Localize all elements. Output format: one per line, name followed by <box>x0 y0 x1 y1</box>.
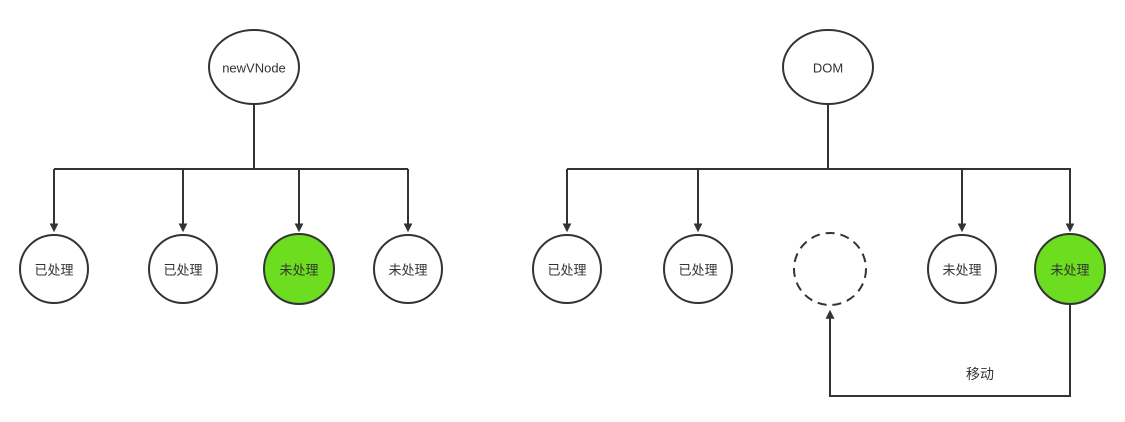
right-child-label-5: 未处理 <box>1050 263 1089 278</box>
right-tree: DOM 已处理 已处理 未处理 未处理 <box>532 29 1106 306</box>
right-root-label: DOM <box>813 61 843 76</box>
left-child-label-4: 未处理 <box>388 263 427 278</box>
left-child-label-2: 已处理 <box>163 263 202 278</box>
left-child-node-3-highlighted <box>263 233 335 305</box>
right-child-label-1: 已处理 <box>547 263 586 278</box>
right-child-label-2: 已处理 <box>678 263 717 278</box>
right-placeholder-node-dashed <box>793 232 867 306</box>
left-tree: newVNode 已处理 已处理 未处理 未处理 <box>19 29 443 305</box>
move-arrow-label: 移动 <box>966 366 994 382</box>
right-child-node-1 <box>532 234 602 304</box>
right-child-label-4: 未处理 <box>942 263 981 278</box>
left-child-label-3: 未处理 <box>279 263 318 278</box>
move-arrow-connector <box>825 304 1071 397</box>
right-child-node-4 <box>927 234 997 304</box>
left-root-label: newVNode <box>222 61 286 76</box>
left-child-node-1 <box>19 234 89 304</box>
left-child-node-2 <box>148 234 218 304</box>
move-arrow-group: 移动 <box>825 304 1071 397</box>
left-child-label-1: 已处理 <box>34 263 73 278</box>
right-child-node-2 <box>663 234 733 304</box>
left-child-node-4 <box>373 234 443 304</box>
